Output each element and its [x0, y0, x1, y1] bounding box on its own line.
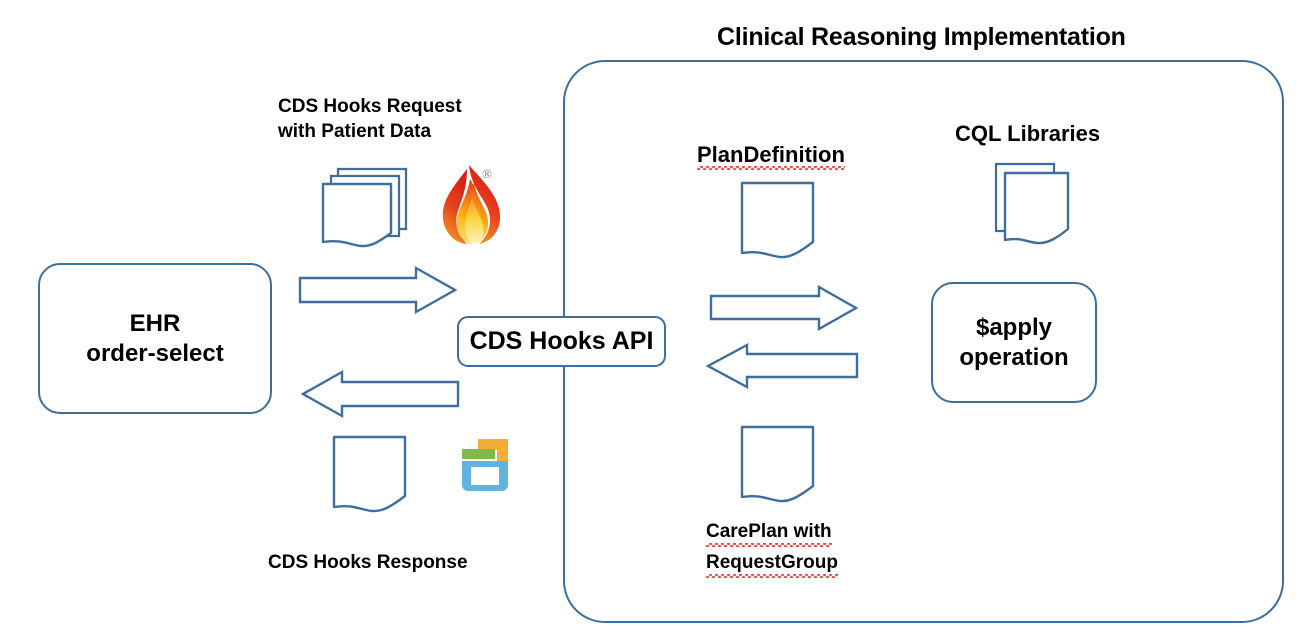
- ehr-box-label: EHR order-select: [86, 309, 223, 369]
- page-title: Clinical Reasoning Implementation: [717, 23, 1126, 51]
- arrow-left-api-to-ehr: [300, 369, 460, 419]
- request-document-stack-icon: [318, 163, 418, 255]
- cds-hooks-api-box[interactable]: CDS Hooks API: [457, 316, 666, 367]
- response-document-icon: [331, 434, 411, 519]
- apply-operation-label-line2: operation: [959, 343, 1069, 371]
- ehr-box-label-line1: EHR: [129, 309, 181, 337]
- careplan-caption-line1: CarePlan with: [706, 521, 832, 547]
- plandefinition-document-icon: [739, 180, 819, 265]
- cds-hooks-request-caption-line2: with Patient Data: [278, 121, 432, 142]
- ehr-box[interactable]: EHR order-select: [38, 263, 272, 414]
- arrow-left-apply-to-api: [705, 342, 859, 390]
- cds-hooks-response-caption: CDS Hooks Response: [268, 552, 468, 573]
- careplan-caption: CarePlan with RequestGroup: [706, 519, 838, 578]
- apply-operation-label-line1: $apply: [975, 313, 1053, 341]
- apply-operation-box[interactable]: $apply operation: [931, 282, 1097, 403]
- cds-hooks-request-caption-line1: CDS Hooks Request: [278, 96, 462, 117]
- cds-hooks-request-caption: CDS Hooks Request with Patient Data: [278, 94, 528, 144]
- plandefinition-label: PlanDefinition: [697, 142, 845, 170]
- arrow-right-api-to-apply: [709, 284, 859, 332]
- plandefinition-label-text: PlanDefinition: [697, 142, 845, 170]
- cds-hooks-logo: [456, 437, 516, 495]
- fhir-flame-logo: [437, 161, 509, 251]
- cds-hooks-api-label: CDS Hooks API: [469, 327, 654, 355]
- careplan-caption-line2: RequestGroup: [706, 552, 838, 578]
- cql-document-stack-icon: [988, 159, 1078, 251]
- registered-trademark-icon: ®: [482, 166, 492, 181]
- arrow-right-ehr-to-api: [298, 265, 458, 315]
- ehr-box-label-line2: order-select: [86, 339, 224, 367]
- cql-libraries-label: CQL Libraries: [955, 121, 1101, 146]
- careplan-document-icon: [739, 424, 819, 509]
- apply-operation-label: $apply operation: [959, 313, 1068, 373]
- clinical-reasoning-container: [563, 60, 1284, 623]
